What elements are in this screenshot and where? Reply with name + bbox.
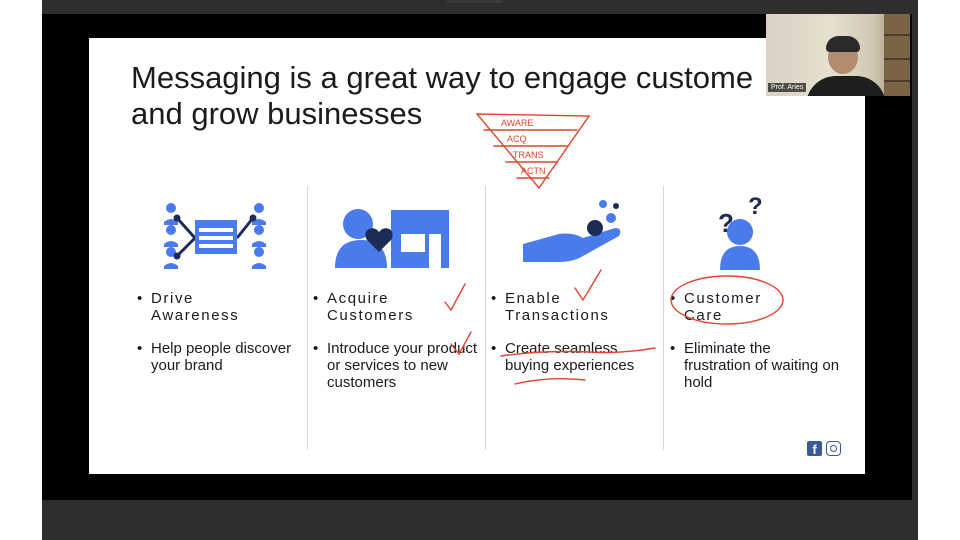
heading-line-1: Enable [505,290,562,307]
presenter-video-tile[interactable]: Prof. Aries [766,14,910,96]
shelf-line [884,58,910,60]
column-description: • Create seamless buying experiences [491,340,635,374]
column-description: • Eliminate the frustration of waiting o… [670,340,840,391]
person-heart-store-icon [335,209,449,268]
column-divider [663,186,664,450]
column-divider [485,186,486,450]
hand-coins-icon [523,200,621,262]
column-heading: • Enable Transactions [491,290,610,324]
facebook-icon[interactable]: f [807,441,822,457]
heading-line-2: Transactions [505,307,610,324]
heading-line-1: Customer [684,290,762,307]
heading-line-2: Awareness [151,307,240,324]
presenter-body [806,76,886,96]
heading-line-2: Customers [327,307,414,324]
heading-line-1: Drive [151,290,195,307]
instagram-icon[interactable] [826,441,841,456]
slide-title-line-2: and grow businesses [131,96,423,131]
person-question-icon: ? ? [718,193,763,270]
bookshelf [884,14,910,96]
column-description: • Help people discover your brand [137,340,292,374]
social-icons: f [807,441,841,457]
awareness-network-icon [164,203,266,269]
annotation-label: ACQ [507,134,527,144]
column-divider [307,186,308,450]
slide-title: Messaging is a great way to engage custo… [131,60,831,132]
svg-text:?: ? [718,208,734,238]
window-handle[interactable] [447,0,503,3]
description-text: Help people discover your brand [151,340,292,374]
description-text: Create seamless buying experiences [505,340,635,374]
svg-text:?: ? [748,193,763,220]
heading-line-2: Care [684,307,723,324]
shelf-line [884,34,910,36]
heading-line-1: Acquire [327,290,390,307]
description-text: Introduce your product or services to ne… [327,340,478,391]
column-heading: • Drive Awareness [137,290,240,324]
shelf-line [884,80,910,82]
column-heading: • Acquire Customers [313,290,414,324]
description-text: Eliminate the frustration of waiting on … [684,340,840,391]
slide-title-line-1: Messaging is a great way to engage custo… [131,60,754,95]
column-description: • Introduce your product or services to … [313,340,478,391]
column-heading: • Customer Care [670,290,762,324]
annotation-label: ACTN [521,166,546,176]
presenter-name-tag: Prof. Aries [768,83,807,92]
presenter-hair [826,36,860,52]
presentation-slide: Messaging is a great way to engage custo… [89,38,865,474]
annotation-label: TRANS [513,150,544,160]
